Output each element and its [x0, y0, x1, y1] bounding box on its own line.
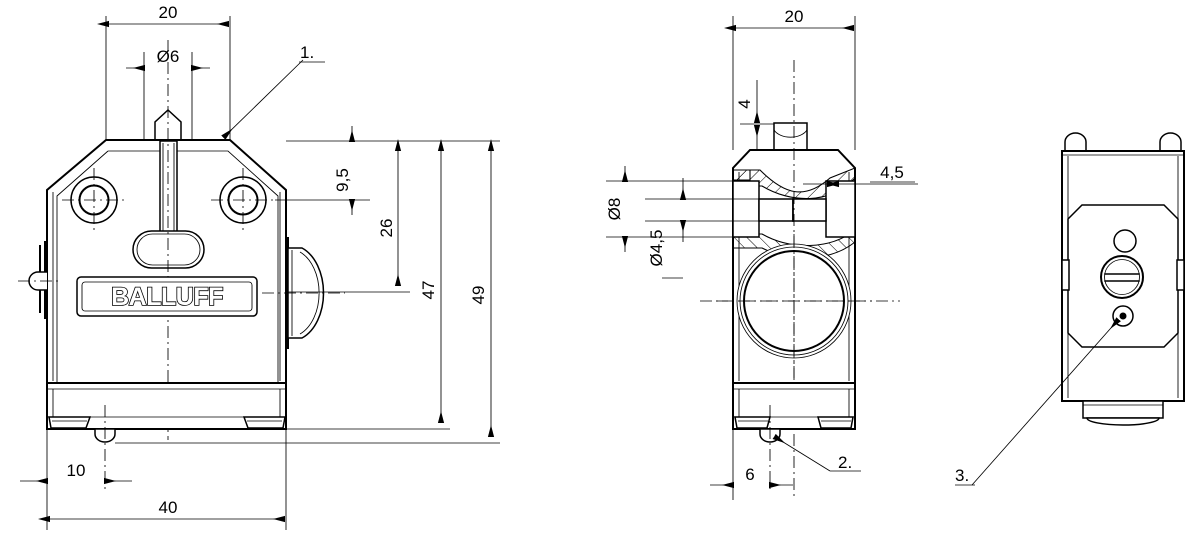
rear-side-notches	[1061, 259, 1185, 291]
side-section-hatch-upper	[732, 167, 856, 200]
front-dim-10-lines	[20, 429, 132, 530]
front-dim-40-label: 40	[159, 498, 178, 517]
front-right-connector	[262, 237, 345, 349]
front-dim-40-lines	[38, 429, 287, 530]
rear-teach-hole	[1112, 305, 1134, 327]
side-callout-2-leader	[772, 433, 861, 472]
rear-bottom-connector	[1082, 400, 1164, 426]
plunger-slot	[132, 230, 205, 269]
front-dim-20-label: 20	[159, 3, 178, 22]
side-dim-dia45-label: Ø4,5	[647, 230, 666, 267]
side-callout-2-label: 2.	[838, 453, 852, 472]
front-dim-49-lines	[115, 139, 500, 444]
rear-top-tabs	[1064, 132, 1182, 152]
side-dim-20-label: 20	[785, 7, 804, 26]
rear-callout-3-leader	[955, 317, 1121, 486]
side-dim-45h-label: 4,5	[880, 163, 904, 182]
front-dim-10-label: 10	[67, 461, 86, 480]
front-feet	[46, 416, 287, 430]
front-dim-47-label: 47	[419, 281, 438, 300]
side-dim-45h-lines	[803, 180, 918, 188]
side-dim-20-lines	[724, 16, 856, 150]
front-callout-1-leader	[221, 59, 325, 140]
front-dim-20-lines	[97, 16, 231, 140]
balluff-logo: BALLUFF	[76, 276, 258, 317]
rear-adjust-screw	[1100, 255, 1144, 299]
side-dim-dia8-label: Ø8	[605, 198, 624, 221]
front-dim-49-label: 49	[469, 286, 488, 305]
front-base-block	[46, 382, 287, 430]
side-dim-dia45-lines	[645, 178, 793, 279]
front-dim-95-label: 9,5	[333, 168, 352, 192]
rear-led-hole	[1113, 229, 1137, 253]
front-left-boss	[18, 241, 60, 319]
side-bore-right	[792, 180, 856, 238]
balluff-logo-text: BALLUFF	[111, 283, 223, 311]
front-callout-1-label: 1.	[300, 43, 314, 62]
rear-view: 3.	[955, 132, 1185, 486]
mounting-hole-left	[62, 168, 126, 232]
front-dim-47-lines	[286, 139, 450, 430]
front-dim-95-lines	[275, 126, 500, 215]
front-dim-26-label: 26	[377, 219, 396, 238]
side-view: 20 4	[605, 7, 918, 500]
side-feet	[732, 416, 856, 430]
side-plunger-boss	[773, 122, 808, 151]
mounting-hole-right	[211, 168, 275, 232]
side-dim-6-label: 6	[745, 465, 754, 484]
side-dim-dia8-lines	[606, 166, 733, 252]
front-dim-dia6-lines	[126, 52, 210, 140]
rear-callout-3-label: 3.	[955, 466, 969, 485]
front-dim-26-lines	[286, 139, 410, 293]
side-dim-6-lines	[710, 429, 793, 500]
front-view: 20 Ø6 1.	[18, 3, 500, 530]
front-bottom-pin	[94, 405, 116, 490]
side-dim-4-label: 4	[735, 99, 754, 108]
